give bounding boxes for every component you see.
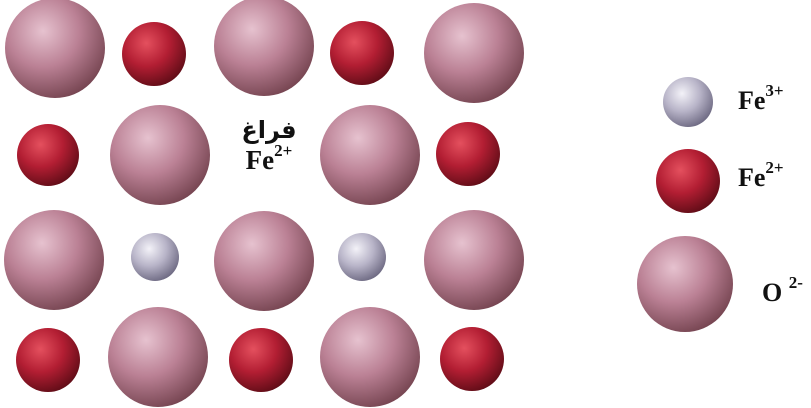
vacancy-ion: Fe2+ [238, 142, 300, 175]
fe3-ion [338, 233, 386, 281]
fe3-ion [131, 233, 179, 281]
oxide-ion [110, 105, 210, 205]
legend-fe3-charge: 3+ [765, 81, 784, 101]
legend-oxide-label: O 2- [762, 274, 803, 307]
fe2-ion [330, 21, 394, 85]
oxide-ion [214, 211, 314, 311]
legend-fe3-label: Fe3+ [738, 82, 784, 115]
fe2-ion [229, 328, 293, 392]
oxide-ion [320, 105, 420, 205]
fe2-ion [436, 122, 500, 186]
legend-fe3-sphere [663, 77, 713, 127]
fe2-ion [17, 124, 79, 186]
legend-fe2-symbol: Fe [738, 163, 766, 192]
legend-fe2-sphere [656, 149, 720, 213]
legend-fe2-charge: 2+ [765, 158, 784, 178]
vacancy-charge: 2+ [274, 141, 293, 160]
fe2-ion [122, 22, 186, 86]
legend-oxide-symbol: O [762, 278, 783, 307]
legend-fe2-label: Fe2+ [738, 159, 784, 192]
legend-oxide-sphere [637, 236, 733, 332]
oxide-ion [424, 210, 524, 310]
oxide-ion [4, 210, 104, 310]
oxide-ion [424, 3, 524, 103]
vacancy-word: فراغ [241, 116, 297, 144]
fe2-ion [16, 328, 80, 392]
oxide-ion [108, 307, 208, 407]
vacancy-label: فراغ Fe2+ [238, 118, 300, 174]
fe2-ion [440, 327, 504, 391]
legend-oxide-charge: 2- [788, 273, 803, 293]
vacancy-symbol: Fe [245, 145, 275, 175]
oxide-ion [5, 0, 105, 98]
legend-fe3-symbol: Fe [738, 86, 766, 115]
oxide-ion [320, 307, 420, 407]
oxide-ion [214, 0, 314, 96]
